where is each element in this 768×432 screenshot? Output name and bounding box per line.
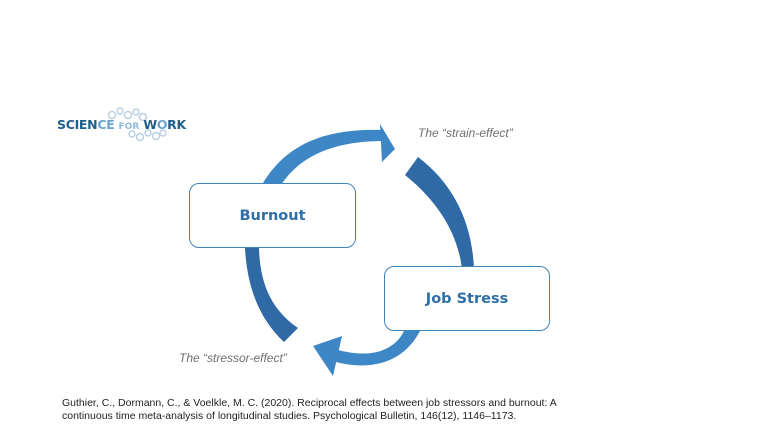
logo-text-part: O [156,117,168,132]
job-stress-node: Job Stress [384,266,550,331]
logo-text-part: FOR [118,122,140,132]
left-arrow-body [245,248,298,342]
strain-effect-label: The “strain-effect” [418,126,513,140]
strain-arrow-body [263,129,384,190]
stressor-effect-label: The “stressor-effect” [179,351,287,365]
logo-text-part: SCIEN [57,117,98,132]
citation: Guthier, C., Dormann, C., & Voelkle, M. … [62,397,622,423]
logo-text-part: CE [97,117,115,132]
burnout-node: Burnout [189,183,356,248]
logo-text-part: W [143,117,157,132]
gear-icon [107,107,167,142]
logo-text: SCIENCE FOR WORK [57,117,186,132]
citation-line: Guthier, C., Dormann, C., & Voelkle, M. … [62,397,557,409]
stressor-arrow-body [336,331,420,366]
citation-line: continuous time meta-analysis of longitu… [62,410,517,422]
logo-text-part: RK [167,117,186,132]
strain-arrow-head [380,124,395,162]
right-arrow-body [405,157,474,269]
science-for-work-logo: SCIENCE FOR WORK [57,106,207,142]
stressor-arrow-head [313,336,342,376]
